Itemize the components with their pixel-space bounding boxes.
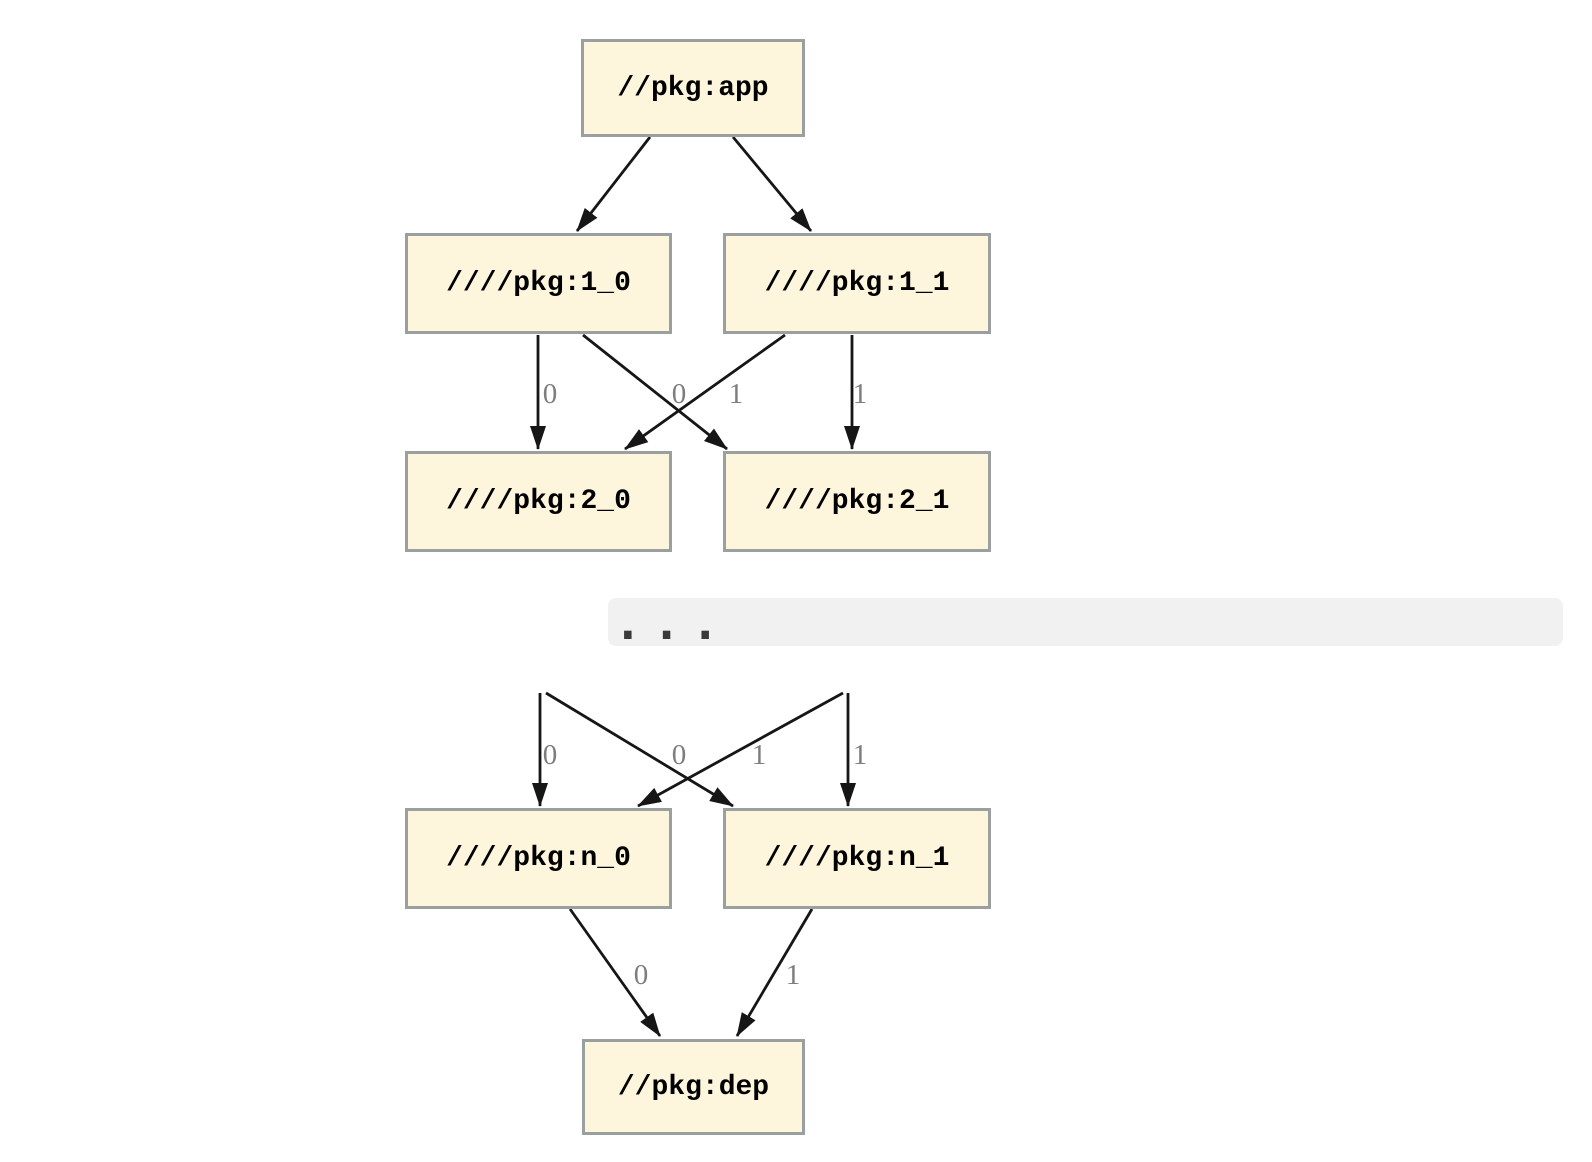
edge-1_1-to-2_0: [624, 333, 786, 451]
graph-node-n_0: ////pkg:n_0: [405, 808, 672, 909]
edge-label-1_1-to-2_0: 0: [672, 378, 687, 410]
graph-node-dep: //pkg:dep: [582, 1039, 805, 1135]
edge-label-n_0-to-dep: 0: [634, 959, 649, 991]
graph-node-label: //pkg:app: [617, 72, 769, 104]
edge-n_0-to-dep: [568, 908, 662, 1037]
edge-app-to-1_0: [575, 136, 652, 232]
edge-n_1-to-dep: [735, 908, 814, 1037]
edge-app-to-1_1: [731, 136, 813, 232]
graph-node-n_1: ////pkg:n_1: [723, 808, 991, 909]
graph-node-label: ////pkg:1_1: [764, 268, 950, 299]
graph-node-2_1: ////pkg:2_1: [723, 451, 991, 552]
edge-label-ellipsis-to-n_0: 0: [543, 739, 558, 771]
edge-ellipsis-to-n_1: [545, 691, 734, 808]
edge-label-1_0-to-2_1: 1: [729, 378, 744, 410]
graph-node-1_0: ////pkg:1_0: [405, 233, 672, 334]
edge-label-n_1-to-dep: 1: [786, 959, 801, 991]
graph-node-1_1: ////pkg:1_1: [723, 233, 991, 334]
graph-node-label: ////pkg:2_0: [446, 486, 631, 517]
edge-label-1_1-to-2_1: 1: [853, 378, 868, 410]
graph-node-label: ////pkg:2_1: [764, 486, 950, 517]
edge-ellipsis-to-n_0: [637, 691, 844, 808]
ellipsis-band: ...: [608, 598, 1563, 646]
graph-node-label: //pkg:dep: [617, 1071, 770, 1103]
graph-node-label: ////pkg:1_0: [446, 268, 631, 299]
graph-node-app: //pkg:app: [581, 39, 805, 137]
ellipsis-text: ...: [614, 596, 731, 650]
edge-1_0-to-2_1: [582, 333, 728, 451]
edge-label-1_0-to-2_0: 0: [543, 378, 558, 410]
graph-node-label: ////pkg:n_1: [764, 843, 950, 874]
edge-label-ellipsis-to-n_1: 1: [853, 739, 868, 771]
edge-label-ellipsis-to-n_0: 0: [672, 739, 687, 771]
graph-node-2_0: ////pkg:2_0: [405, 451, 672, 552]
edge-label-ellipsis-to-n_1: 1: [752, 739, 767, 771]
graph-node-label: ////pkg:n_0: [446, 843, 631, 874]
